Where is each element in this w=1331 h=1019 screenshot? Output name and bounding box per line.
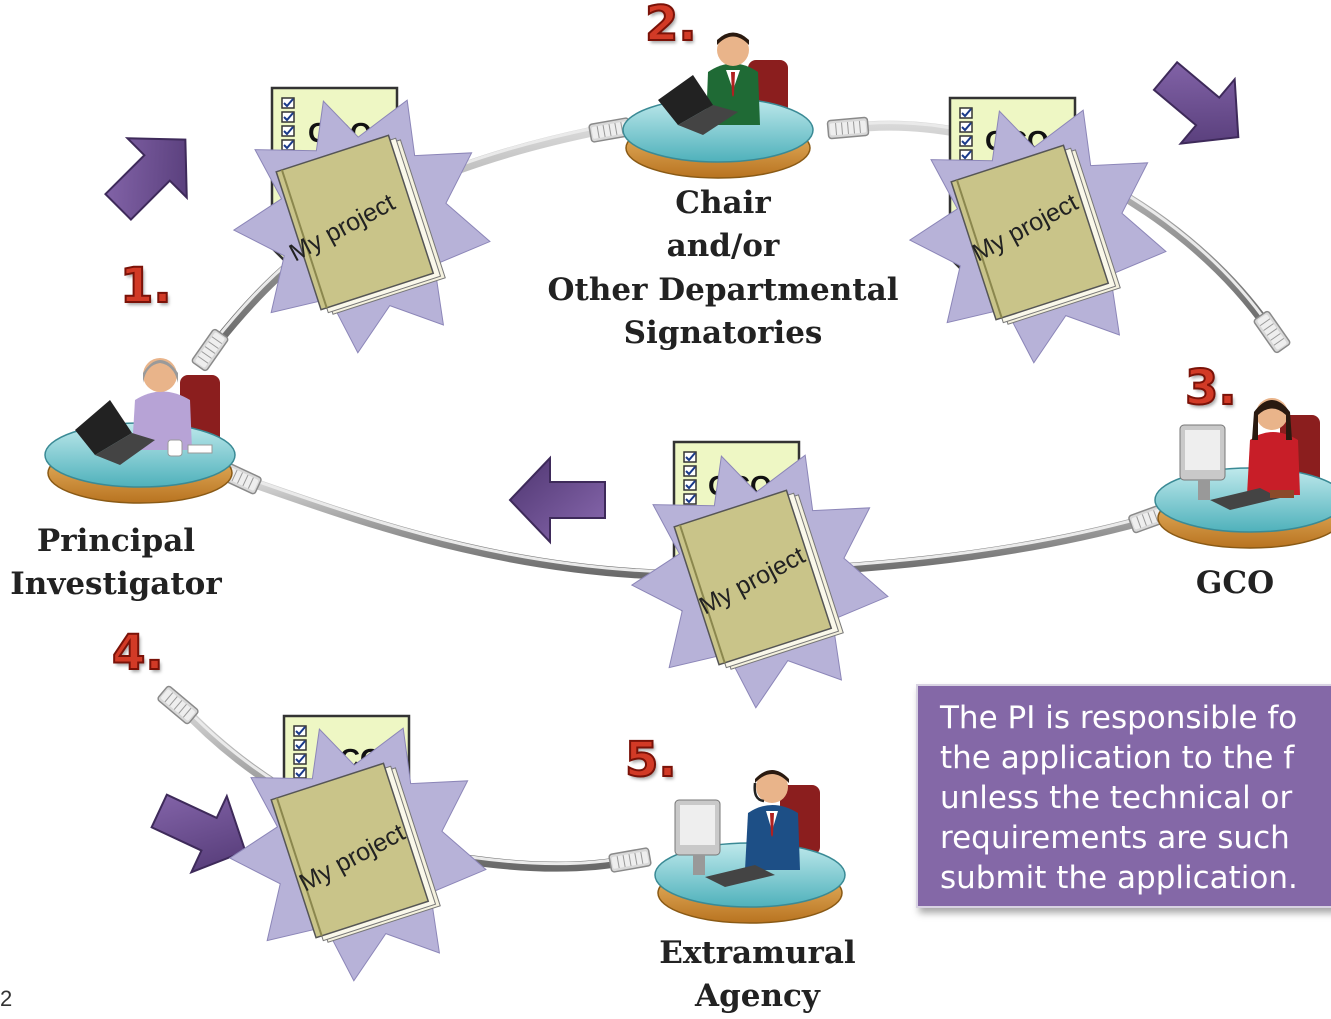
page-number: 2 bbox=[0, 986, 13, 1011]
step-number-1: 1. bbox=[119, 257, 173, 315]
chair-label-line3: Other Departmental bbox=[547, 271, 899, 308]
step-number-4: 4. bbox=[111, 624, 165, 682]
note-box: The PI is responsible fo the application… bbox=[916, 684, 1331, 908]
document-packet-4: GCO My project bbox=[199, 689, 517, 1007]
desk-person-icon bbox=[44, 358, 236, 504]
chair-label: Chair and/or Other Departmental Signator… bbox=[538, 182, 908, 356]
extramural-label: Extramural Agency bbox=[640, 932, 875, 1019]
note-line-3: unless the technical or bbox=[940, 780, 1293, 816]
pi-label-line1: Principal bbox=[36, 523, 196, 559]
extramural-label-line1: Extramural bbox=[659, 935, 856, 971]
step-number-3: 3. bbox=[1184, 359, 1238, 417]
extramural-label-line2: Agency bbox=[695, 978, 820, 1015]
gco-label: GCO bbox=[1195, 565, 1275, 601]
note-line-5: submit the application. bbox=[940, 860, 1298, 896]
document-packet-2: GCO My project bbox=[879, 71, 1197, 389]
chair-label-line1: Chair bbox=[675, 185, 771, 221]
pi-label: Principal Investigator bbox=[0, 520, 232, 607]
note-line-4: requirements are such bbox=[940, 820, 1290, 856]
desk-person-icon bbox=[654, 770, 846, 924]
desk-person-icon bbox=[622, 32, 814, 179]
arrow-icon bbox=[509, 457, 606, 543]
step-number-2: 2. bbox=[644, 0, 698, 53]
chair-label-line2: and/or bbox=[666, 228, 780, 265]
chair-label-line4: Signatories bbox=[623, 315, 823, 352]
arrow-icon bbox=[87, 108, 217, 238]
document-packet-1: GCO My project bbox=[203, 61, 521, 379]
note-line-1: The PI is responsible fo bbox=[940, 700, 1298, 736]
arrow-icon bbox=[1137, 42, 1267, 171]
arrow-icon bbox=[140, 771, 265, 891]
note-line-2: the application to the f bbox=[940, 740, 1295, 776]
pi-label-line2: Investigator bbox=[10, 566, 222, 603]
desk-person-icon bbox=[1154, 398, 1331, 549]
document-packet-3: GCO My project bbox=[601, 416, 919, 734]
step-number-5: 5. bbox=[624, 731, 678, 789]
